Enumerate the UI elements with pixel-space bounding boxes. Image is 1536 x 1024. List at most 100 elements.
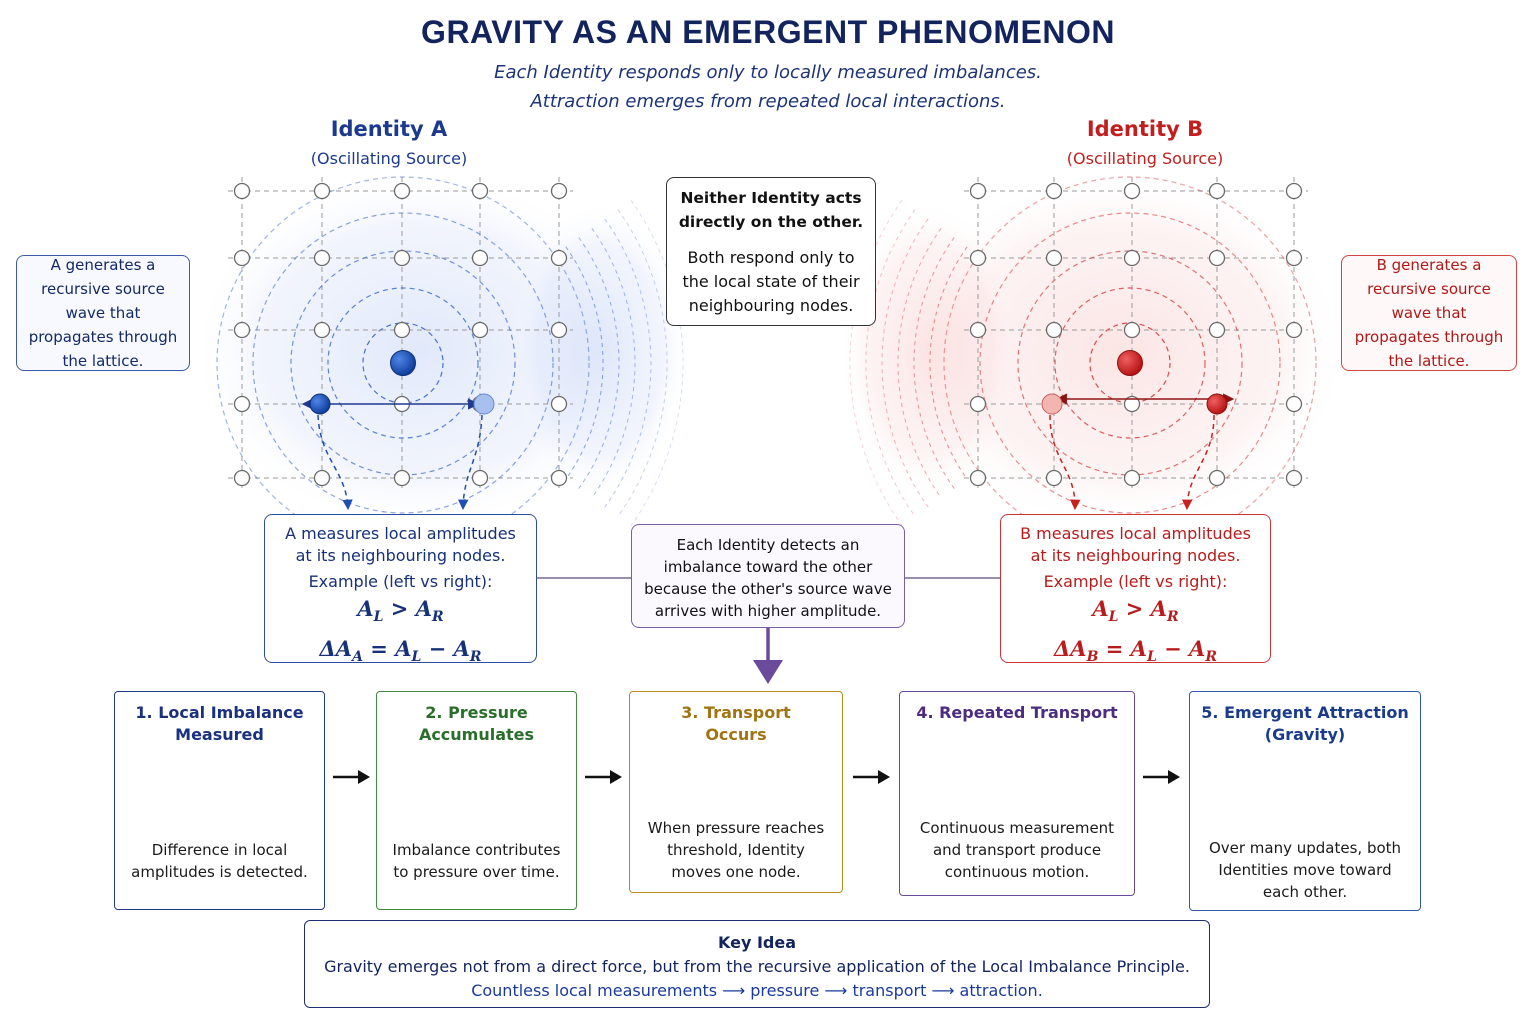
- lattice-node: [233, 469, 251, 487]
- step-3-title-1: 3. Transport: [681, 703, 791, 722]
- wave-arc: [865, 209, 916, 517]
- key-flow-arrow-icon: ⟶: [824, 981, 848, 1000]
- lattice-node: [393, 469, 411, 487]
- step-1-desc: Difference in local amplitudes is detect…: [131, 841, 308, 881]
- lattice-node: [1123, 321, 1141, 339]
- lattice-node: [969, 249, 987, 267]
- identity-b-formula-1: AL > AR: [1092, 596, 1179, 626]
- lattice-node: [1208, 469, 1226, 487]
- wave-ring: [1089, 322, 1171, 404]
- wave-ring: [252, 212, 554, 514]
- wave-arc: [929, 246, 968, 480]
- lattice-node: [1285, 321, 1303, 339]
- center-note-bold-2: directly on the other.: [678, 213, 864, 231]
- lattice-node: [233, 249, 251, 267]
- center-note-bold-1: Neither Identity acts: [680, 189, 862, 207]
- lattice-node: [969, 321, 987, 339]
- identity-a-side-note: A generates a recursive source wave that…: [16, 255, 190, 371]
- detect-down-arrow: [753, 628, 783, 684]
- lattice-node: [1045, 182, 1063, 200]
- step-3-desc: When pressure reaches threshold, Identit…: [647, 819, 825, 881]
- lattice-node: [550, 249, 568, 267]
- lattice-node: [550, 321, 568, 339]
- lattice-node: [1285, 469, 1303, 487]
- lattice-node: [550, 469, 568, 487]
- step-5-title-2: (Gravity): [1264, 725, 1346, 744]
- lattice-node: [393, 321, 411, 339]
- lattice-node: [1123, 395, 1141, 413]
- identity-a-measure-line-2: at its neighbouring nodes.: [295, 546, 506, 565]
- key-flow-item-3: transport: [852, 981, 927, 1000]
- step-1-title-2: Measured: [175, 725, 264, 744]
- lattice-node: [969, 182, 987, 200]
- wave-arc: [849, 200, 903, 526]
- page-title: GRAVITY AS AN EMERGENT PHENOMENON: [421, 14, 1115, 50]
- lattice-node: [1045, 249, 1063, 267]
- wave-glow-a: [190, 170, 690, 530]
- wave-ring: [979, 212, 1281, 514]
- identity-a-example: Example (left vs right):: [308, 572, 493, 591]
- lattice-node: [1208, 182, 1226, 200]
- identity-b-source: [1117, 350, 1143, 376]
- lattice-node: [313, 249, 331, 267]
- identity-b-example: Example (left vs right):: [1043, 572, 1228, 591]
- step-5-box: 5. Emergent Attraction (Gravity) Over ma…: [1189, 691, 1421, 911]
- lattice-node: [969, 395, 987, 413]
- lattice-node: [313, 321, 331, 339]
- lattice-node: [969, 469, 987, 487]
- subtitle-line-2: Attraction emerges from repeated local i…: [530, 91, 1006, 112]
- lattice-node: [550, 395, 568, 413]
- identity-b-measure-box: B measures local amplitudes at its neigh…: [1000, 514, 1271, 665]
- step-arrow-1: [333, 770, 370, 784]
- step-1-box: 1. Local Imbalance Measured Difference i…: [114, 691, 325, 910]
- identity-a-formula-2: ΔAA = AL − AR: [319, 636, 482, 666]
- wave-ring: [362, 322, 444, 404]
- step-5-title-1: 5. Emergent Attraction: [1201, 703, 1409, 722]
- center-note: Neither Identity acts directly on the ot…: [666, 177, 876, 326]
- wave-arc: [630, 200, 684, 526]
- identity-a-measure-line-1: A measures local amplitudes: [285, 524, 516, 543]
- step-3-box: 3. Transport Occurs When pressure reache…: [629, 691, 843, 893]
- step-arrow-3: [853, 770, 890, 784]
- lattice-node: [393, 182, 411, 200]
- step-4-box: 4. Repeated Transport Continuous measure…: [899, 691, 1135, 896]
- lattice-node: [1285, 395, 1303, 413]
- identity-a-neighbours: [301, 393, 495, 511]
- wave-ring: [1054, 287, 1206, 439]
- step-1-title-1: 1. Local Imbalance: [135, 703, 304, 722]
- step-arrow-4: [1143, 770, 1180, 784]
- lattice-node: [1123, 182, 1141, 200]
- identity-a-measure-box: A measures local amplitudes at its neigh…: [264, 514, 537, 665]
- step-2-title-1: 2. Pressure: [425, 703, 528, 722]
- identity-a-subtitle: (Oscillating Source): [310, 149, 468, 168]
- lattice-node: [313, 182, 331, 200]
- step-3-title-2: Occurs: [705, 725, 767, 744]
- key-idea-flow: Countless local measurements ⟶ pressure …: [315, 979, 1199, 1003]
- step-arrow-2: [585, 770, 622, 784]
- key-idea-title: Key Idea: [717, 933, 797, 952]
- key-flow-arrow-icon: ⟶: [931, 981, 955, 1000]
- step-2-desc: Imbalance contributes to pressure over t…: [392, 841, 561, 881]
- identity-b-side-note: B generates a recursive source wave that…: [1341, 255, 1517, 371]
- center-note-body: Both respond only to the local state of …: [682, 248, 860, 315]
- key-flow-arrow-icon: ⟶: [722, 981, 746, 1000]
- lattice-node: [1123, 469, 1141, 487]
- lattice-node: [1208, 249, 1226, 267]
- identity-b-name: Identity B: [1086, 117, 1204, 141]
- lattice-node: [1045, 469, 1063, 487]
- wave-arc: [604, 218, 652, 508]
- lattice-node: [233, 395, 251, 413]
- identity-b-neighbours: [1041, 393, 1235, 511]
- identity-b-subtitle: (Oscillating Source): [1066, 149, 1224, 168]
- lattice-node: [471, 249, 489, 267]
- step-2-box: 2. Pressure Accumulates Imbalance contri…: [376, 691, 577, 910]
- key-flow-item-4: attraction.: [959, 981, 1043, 1000]
- identity-a-name: Identity A: [330, 117, 448, 141]
- step-2-title-2: Accumulates: [418, 725, 535, 744]
- key-flow-item-2: pressure: [750, 981, 820, 1000]
- lattice-node: [393, 249, 411, 267]
- lattice-node: [471, 469, 489, 487]
- key-idea-line: Gravity emerges not from a direct force,…: [324, 957, 1190, 976]
- lattice-node: [471, 321, 489, 339]
- identity-b-measure-line-2: at its neighbouring nodes.: [1030, 546, 1241, 565]
